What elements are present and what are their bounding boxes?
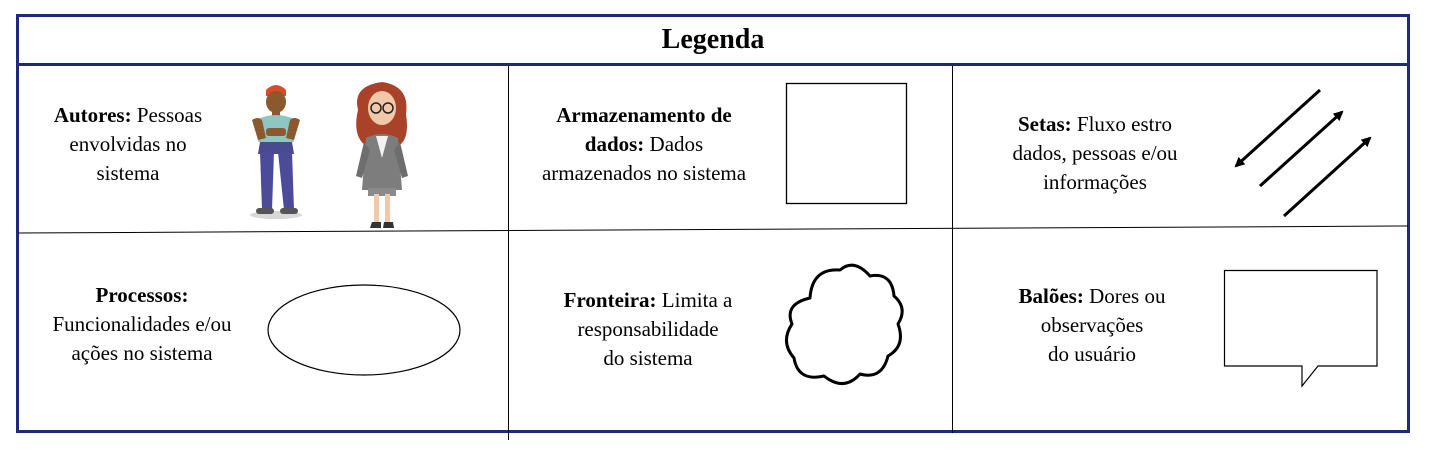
actors-term: Autores: [53, 103, 132, 127]
legend-header: Legenda [16, 14, 1410, 66]
arrows-icon [1234, 88, 1372, 218]
storage-text: Armazenamento de dados: Dados armazenado… [541, 103, 747, 185]
divider-v2 [952, 66, 953, 433]
boundary-text: Fronteira: Limita a responsabilidade do … [563, 288, 733, 370]
divider-v1 [508, 66, 509, 440]
balloon-term: Balões: [1018, 284, 1084, 308]
storage-term: Armazenamento de [556, 103, 732, 127]
process-text: Processos: Funcionalidades e/ou ações no… [52, 283, 232, 365]
legend-title: Legenda [661, 24, 765, 55]
process-term: Processos: [95, 283, 189, 307]
speech-bubble-icon [1223, 269, 1378, 388]
boundary-term: Fronteira: [563, 288, 657, 312]
legend-frame [16, 14, 1410, 433]
woman-figure-icon [356, 82, 408, 228]
man-figure-icon [250, 85, 302, 219]
ellipse-icon [267, 284, 461, 376]
square-icon [785, 82, 908, 205]
cloud-icon [785, 263, 904, 385]
arrows-term: Setas: [1017, 112, 1072, 136]
arrows-text: Setas: Fluxo estro dados, pessoas e/ou i… [1012, 112, 1178, 194]
actors-text: Autores: Pessoas envolvidas no sistema [53, 103, 203, 185]
balloon-text: Balões: Dores ou observações do usuário [1018, 284, 1166, 366]
